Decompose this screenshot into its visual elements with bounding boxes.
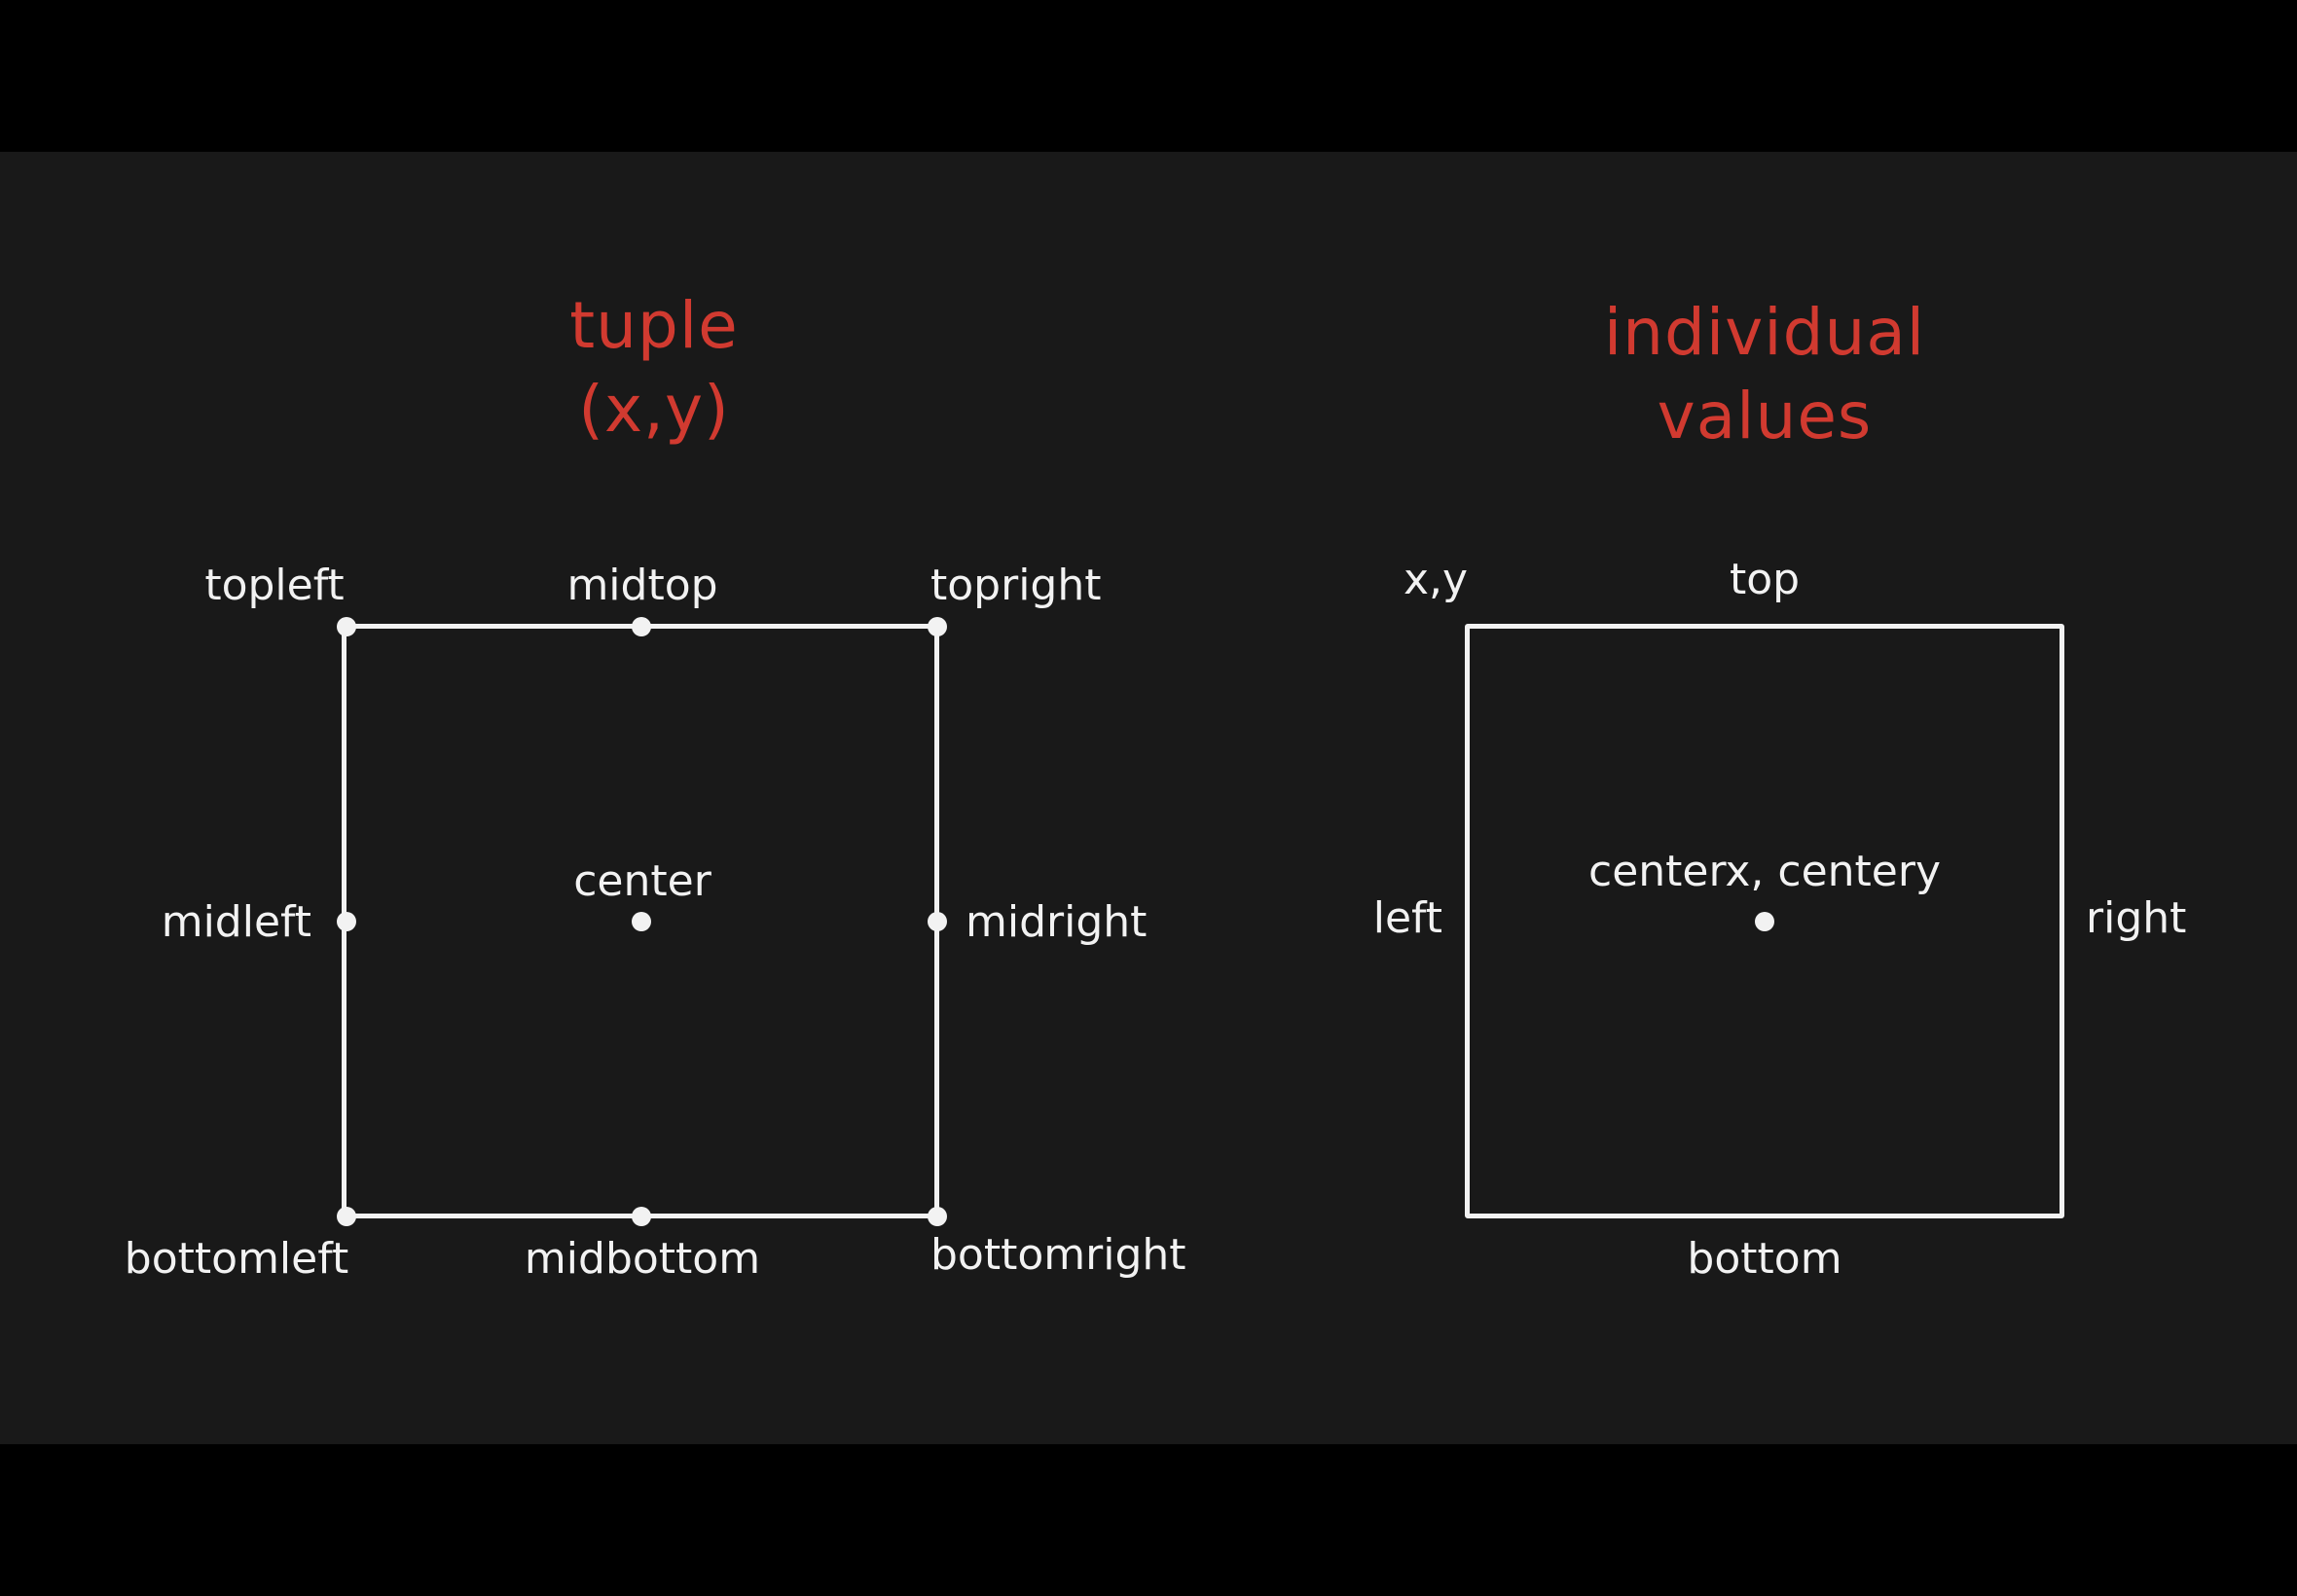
letterbox-top [0,0,2297,152]
label-midright: midright [966,897,1148,947]
slide: tuple (x,y) topleft midtop topright midl… [0,152,2297,1444]
label-topright: topright [930,561,1102,610]
topright-point [928,617,947,636]
label-center: center [573,856,711,906]
label-right: right [2086,893,2187,943]
individual-rect [1465,624,2064,1218]
label-bottomright: bottomright [930,1230,1186,1280]
label-midleft: midleft [161,897,311,947]
bottomright-point [928,1207,947,1226]
label-centerxy: centerx, centery [1588,847,1941,896]
tuple-title-line2: (x,y) [578,372,730,447]
center-point [632,912,651,931]
individual-title-line2: values [1657,379,1873,453]
midleft-point [337,912,356,931]
centerxy-point [1755,912,1774,931]
label-midbottom: midbottom [524,1234,761,1284]
label-bottomleft: bottomleft [124,1234,349,1284]
tuple-title: tuple (x,y) [569,284,739,452]
individual-title: individual values [1604,291,1925,458]
label-midtop: midtop [566,561,718,610]
label-xy: x,y [1403,555,1469,604]
topleft-point [337,617,356,636]
label-bottom: bottom [1687,1234,1842,1284]
label-topleft: topleft [204,561,345,610]
bottomleft-point [337,1207,356,1226]
midtop-point [632,617,651,636]
midright-point [928,912,947,931]
individual-title-line1: individual [1603,295,1926,370]
letterbox-bottom [0,1444,2297,1596]
label-top: top [1729,555,1801,604]
midbottom-point [632,1207,651,1226]
label-left: left [1372,893,1442,943]
tuple-title-line1: tuple [569,288,739,363]
